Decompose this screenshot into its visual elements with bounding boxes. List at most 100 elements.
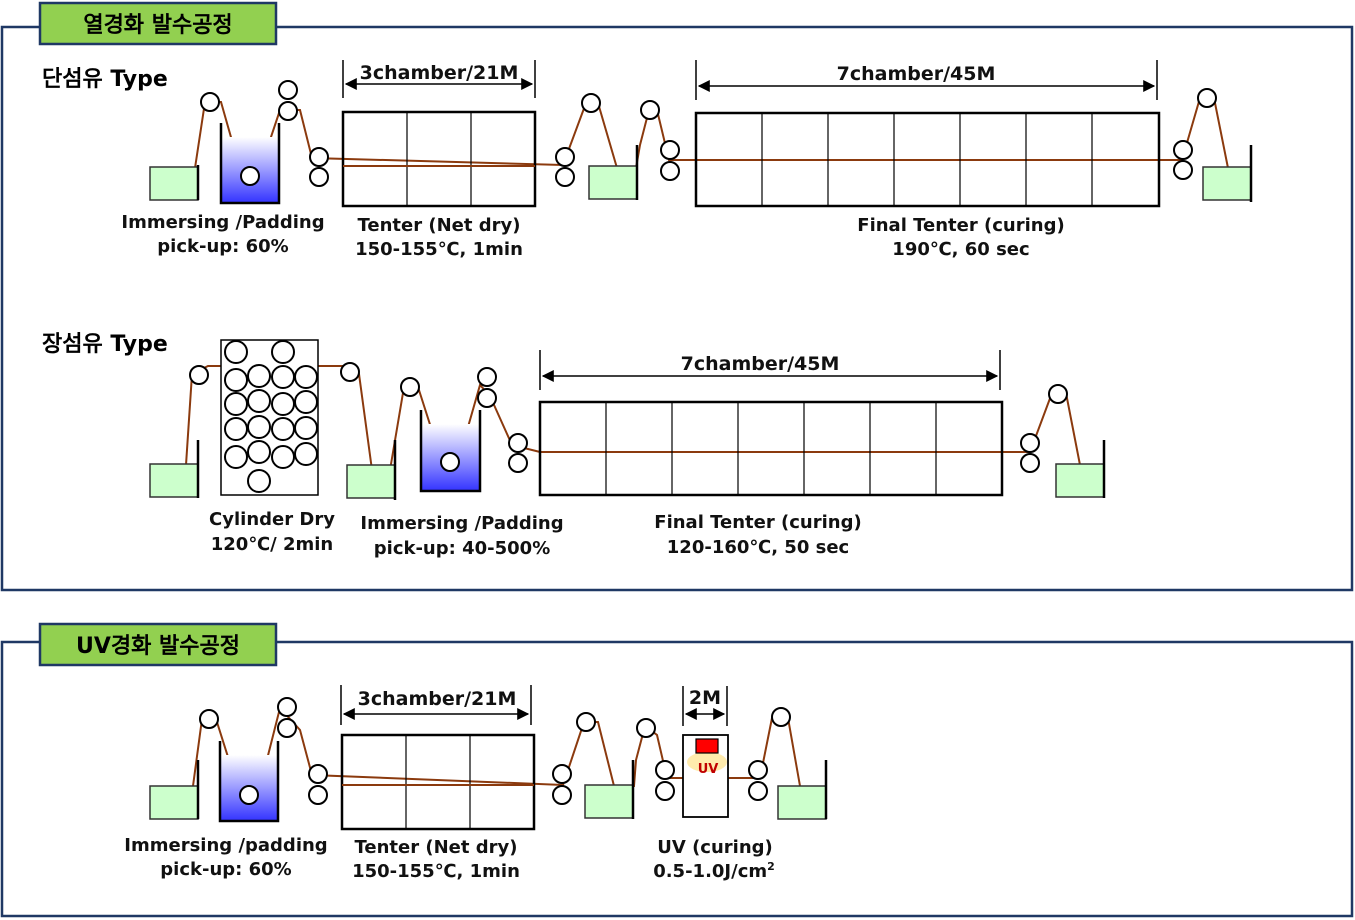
guide-roller: [576, 712, 596, 732]
nip-roller: [309, 147, 329, 167]
drying-cylinder: [224, 392, 248, 416]
drying-cylinder: [294, 442, 318, 466]
uv-glow: [687, 752, 727, 772]
drying-cylinder: [224, 340, 248, 364]
uv-dose-value: 0.5-1.0J/cm: [653, 861, 767, 882]
drying-cylinder: [247, 469, 271, 493]
take-up-roll: [777, 785, 827, 820]
uv-dose-superscript: 2: [767, 860, 775, 873]
drying-cylinder: [271, 417, 295, 441]
final-tenter-block: [538, 400, 1004, 497]
nip-roller: [552, 764, 572, 784]
drying-cylinder: [247, 364, 271, 388]
tenter-chamber-block: [341, 110, 537, 208]
tenter-chamber-block: [340, 733, 536, 831]
guide-roller: [1197, 88, 1217, 108]
take-up-roll: [1202, 166, 1252, 201]
padding-caption-2: pick-up: 60%: [160, 859, 291, 880]
final-tenter-caption-1: Final Tenter (curing): [654, 512, 861, 533]
guide-roller: [581, 93, 601, 113]
nip-roller: [1173, 160, 1193, 180]
nip-roller: [748, 781, 768, 801]
nip-roller: [1020, 453, 1040, 473]
nip-roller: [508, 453, 528, 473]
guide-roller: [1048, 384, 1068, 404]
filament-type-label: 장섬유 Type: [42, 332, 168, 357]
padding-caption-2: pick-up: 60%: [157, 236, 288, 257]
drying-cylinder: [247, 415, 271, 439]
uv-section-title: UV경화 발수공정: [76, 634, 240, 659]
nip-roller: [748, 760, 768, 780]
uv-lamp: [695, 738, 719, 754]
cylinder-caption-1: Cylinder Dry: [209, 509, 335, 530]
take-up-roll: [1055, 463, 1105, 498]
padding-caption-1: Immersing /padding: [124, 835, 327, 856]
tenter-caption-2: 150-155℃, 1min: [352, 861, 520, 882]
drying-cylinder: [224, 417, 248, 441]
feed-roll: [149, 463, 199, 498]
guide-roller: [277, 697, 297, 717]
nip-roller: [660, 161, 680, 181]
drying-cylinder: [294, 365, 318, 389]
nip-roller: [308, 785, 328, 805]
final-tenter-dimension: 7chamber/45M: [837, 63, 996, 85]
guide-roller: [640, 100, 660, 120]
guide-roller: [278, 101, 298, 121]
thermal-section-title: 열경화 발수공정: [83, 13, 232, 38]
filament-row: 장섬유 Type 7chamber/45M: [42, 332, 1106, 559]
nip-roller: [655, 760, 675, 780]
tenter-caption-1: Tenter (Net dry): [355, 837, 518, 858]
guide-roller: [278, 80, 298, 100]
guide-roller: [636, 718, 656, 738]
uv-row: 3chamber/21M UV 2M Immersing /padding pi…: [124, 685, 828, 882]
uv-caption-1: UV (curing): [657, 837, 773, 858]
guide-roller: [189, 365, 209, 385]
guide-roller: [400, 377, 420, 397]
guide-roller: [477, 367, 497, 387]
fabric-path: [194, 97, 1229, 177]
guide-roller: [200, 92, 220, 112]
staple-row: 단섬유 Type 3chamber/21M: [42, 60, 1253, 260]
tenter-dimension: 3chamber/21M: [360, 62, 519, 84]
guide-roller: [340, 362, 360, 382]
uv-caption-2: 0.5-1.0J/cm2: [653, 860, 775, 882]
guide-roller: [477, 388, 497, 408]
intermediate-roll: [588, 165, 638, 200]
nip-roller: [308, 764, 328, 784]
staple-type-label: 단섬유 Type: [42, 67, 168, 92]
drying-cylinders: [224, 340, 318, 493]
padding-caption-1: Immersing /Padding: [121, 212, 324, 233]
immersion-roller: [239, 785, 259, 805]
tenter-caption-2: 150-155℃, 1min: [355, 239, 523, 260]
thermal-section-frame: [0, 25, 1354, 592]
bath-tank: [218, 741, 280, 823]
final-tenter-dimension: 7chamber/45M: [681, 353, 840, 375]
guide-roller: [199, 709, 219, 729]
final-tenter-caption-2: 120-160℃, 50 sec: [667, 537, 849, 558]
uv-lamp-label: UV: [698, 762, 719, 777]
drying-cylinder: [271, 365, 295, 389]
drying-cylinder: [271, 445, 295, 469]
feed-roll: [149, 785, 199, 820]
drying-cylinder: [247, 389, 271, 413]
bath-tank: [419, 410, 482, 493]
padding-caption-1: Immersing /Padding: [360, 513, 563, 534]
uv-section-frame: [0, 640, 1354, 918]
bath-tank: [219, 123, 281, 205]
immersion-roller: [240, 166, 260, 186]
drying-cylinder: [271, 340, 295, 364]
intermediate-roll: [346, 464, 396, 499]
nip-roller: [660, 140, 680, 160]
uv-title-box: [38, 622, 278, 667]
final-tenter-caption-2: 190℃, 60 sec: [892, 239, 1029, 260]
drying-cylinder: [294, 390, 318, 414]
tenter-dimension: 3chamber/21M: [358, 688, 517, 710]
feed-roll: [149, 166, 199, 201]
nip-roller: [309, 167, 329, 187]
tenter-caption-1: Tenter (Net dry): [358, 215, 521, 236]
padding-caption-2: pick-up: 40-500%: [374, 538, 550, 559]
drying-cylinder: [224, 368, 248, 392]
thermal-title-box: [38, 1, 278, 46]
drying-cylinder: [247, 440, 271, 464]
nip-roller: [552, 785, 572, 805]
